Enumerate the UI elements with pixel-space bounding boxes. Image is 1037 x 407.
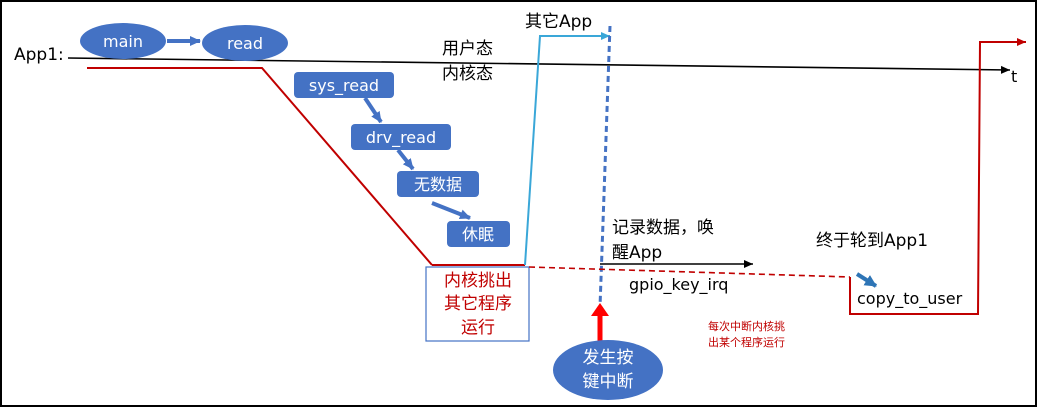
no-data-box: 无数据	[397, 171, 479, 197]
main-node: main	[80, 23, 166, 59]
finally-arrow	[855, 272, 878, 288]
waiting-dashed-path	[528, 266, 851, 278]
sys-read-box: sys_read	[294, 72, 394, 98]
scheduler-line-2: 其它程序	[444, 294, 512, 314]
interrupt-arrow-head	[591, 303, 609, 316]
drvread-to-nodata-arrow	[396, 148, 415, 171]
return-path	[849, 38, 1026, 315]
app1-kernel-path	[87, 67, 433, 266]
record-wake-line-2: 醒App	[612, 243, 662, 263]
record-wake-line-1: 记录数据，唤	[612, 218, 714, 238]
interrupt-note-line-2: 出某个程序运行	[708, 335, 785, 349]
read-node: read	[202, 25, 288, 61]
key-interrupt-line-2: 键中断	[583, 372, 634, 392]
main-label: main	[103, 32, 143, 51]
other-app-label: 其它App	[525, 12, 592, 32]
interrupt-time-line	[598, 25, 612, 308]
sysread-to-drvread-arrow	[363, 96, 383, 124]
key-interrupt-line-1: 发生按	[583, 348, 634, 368]
finally-app1-label: 终于轮到App1	[816, 231, 928, 251]
scheduler-line-3: 运行	[461, 318, 495, 338]
sleep-label: 休眠	[462, 225, 494, 244]
read-label: read	[227, 34, 263, 53]
drv-read-label: drv_read	[366, 128, 436, 148]
drv-read-box: drv_read	[351, 124, 451, 150]
no-data-label: 无数据	[414, 175, 462, 194]
scheduler-box: 内核挑出 其它程序 运行	[425, 266, 530, 342]
other-app-path	[524, 32, 610, 266]
nodata-to-sleep-arrow	[431, 201, 471, 220]
scheduler-line-1: 内核挑出	[444, 271, 512, 291]
interrupt-note-line-1: 每次中断内核挑	[708, 319, 785, 333]
copy-to-user-label: copy_to_user	[857, 289, 963, 309]
sys-read-label: sys_read	[309, 76, 379, 96]
kernel-mode-label: 内核态	[442, 64, 493, 84]
user-mode-label: 用户态	[442, 39, 493, 59]
key-interrupt-node: 发生按 键中断	[553, 340, 663, 400]
app1-label: App1:	[14, 45, 64, 65]
gpio-label: gpio_key_irq	[629, 275, 728, 295]
sleep-box: 休眠	[447, 221, 510, 247]
axis-t-label: t	[1011, 67, 1017, 86]
